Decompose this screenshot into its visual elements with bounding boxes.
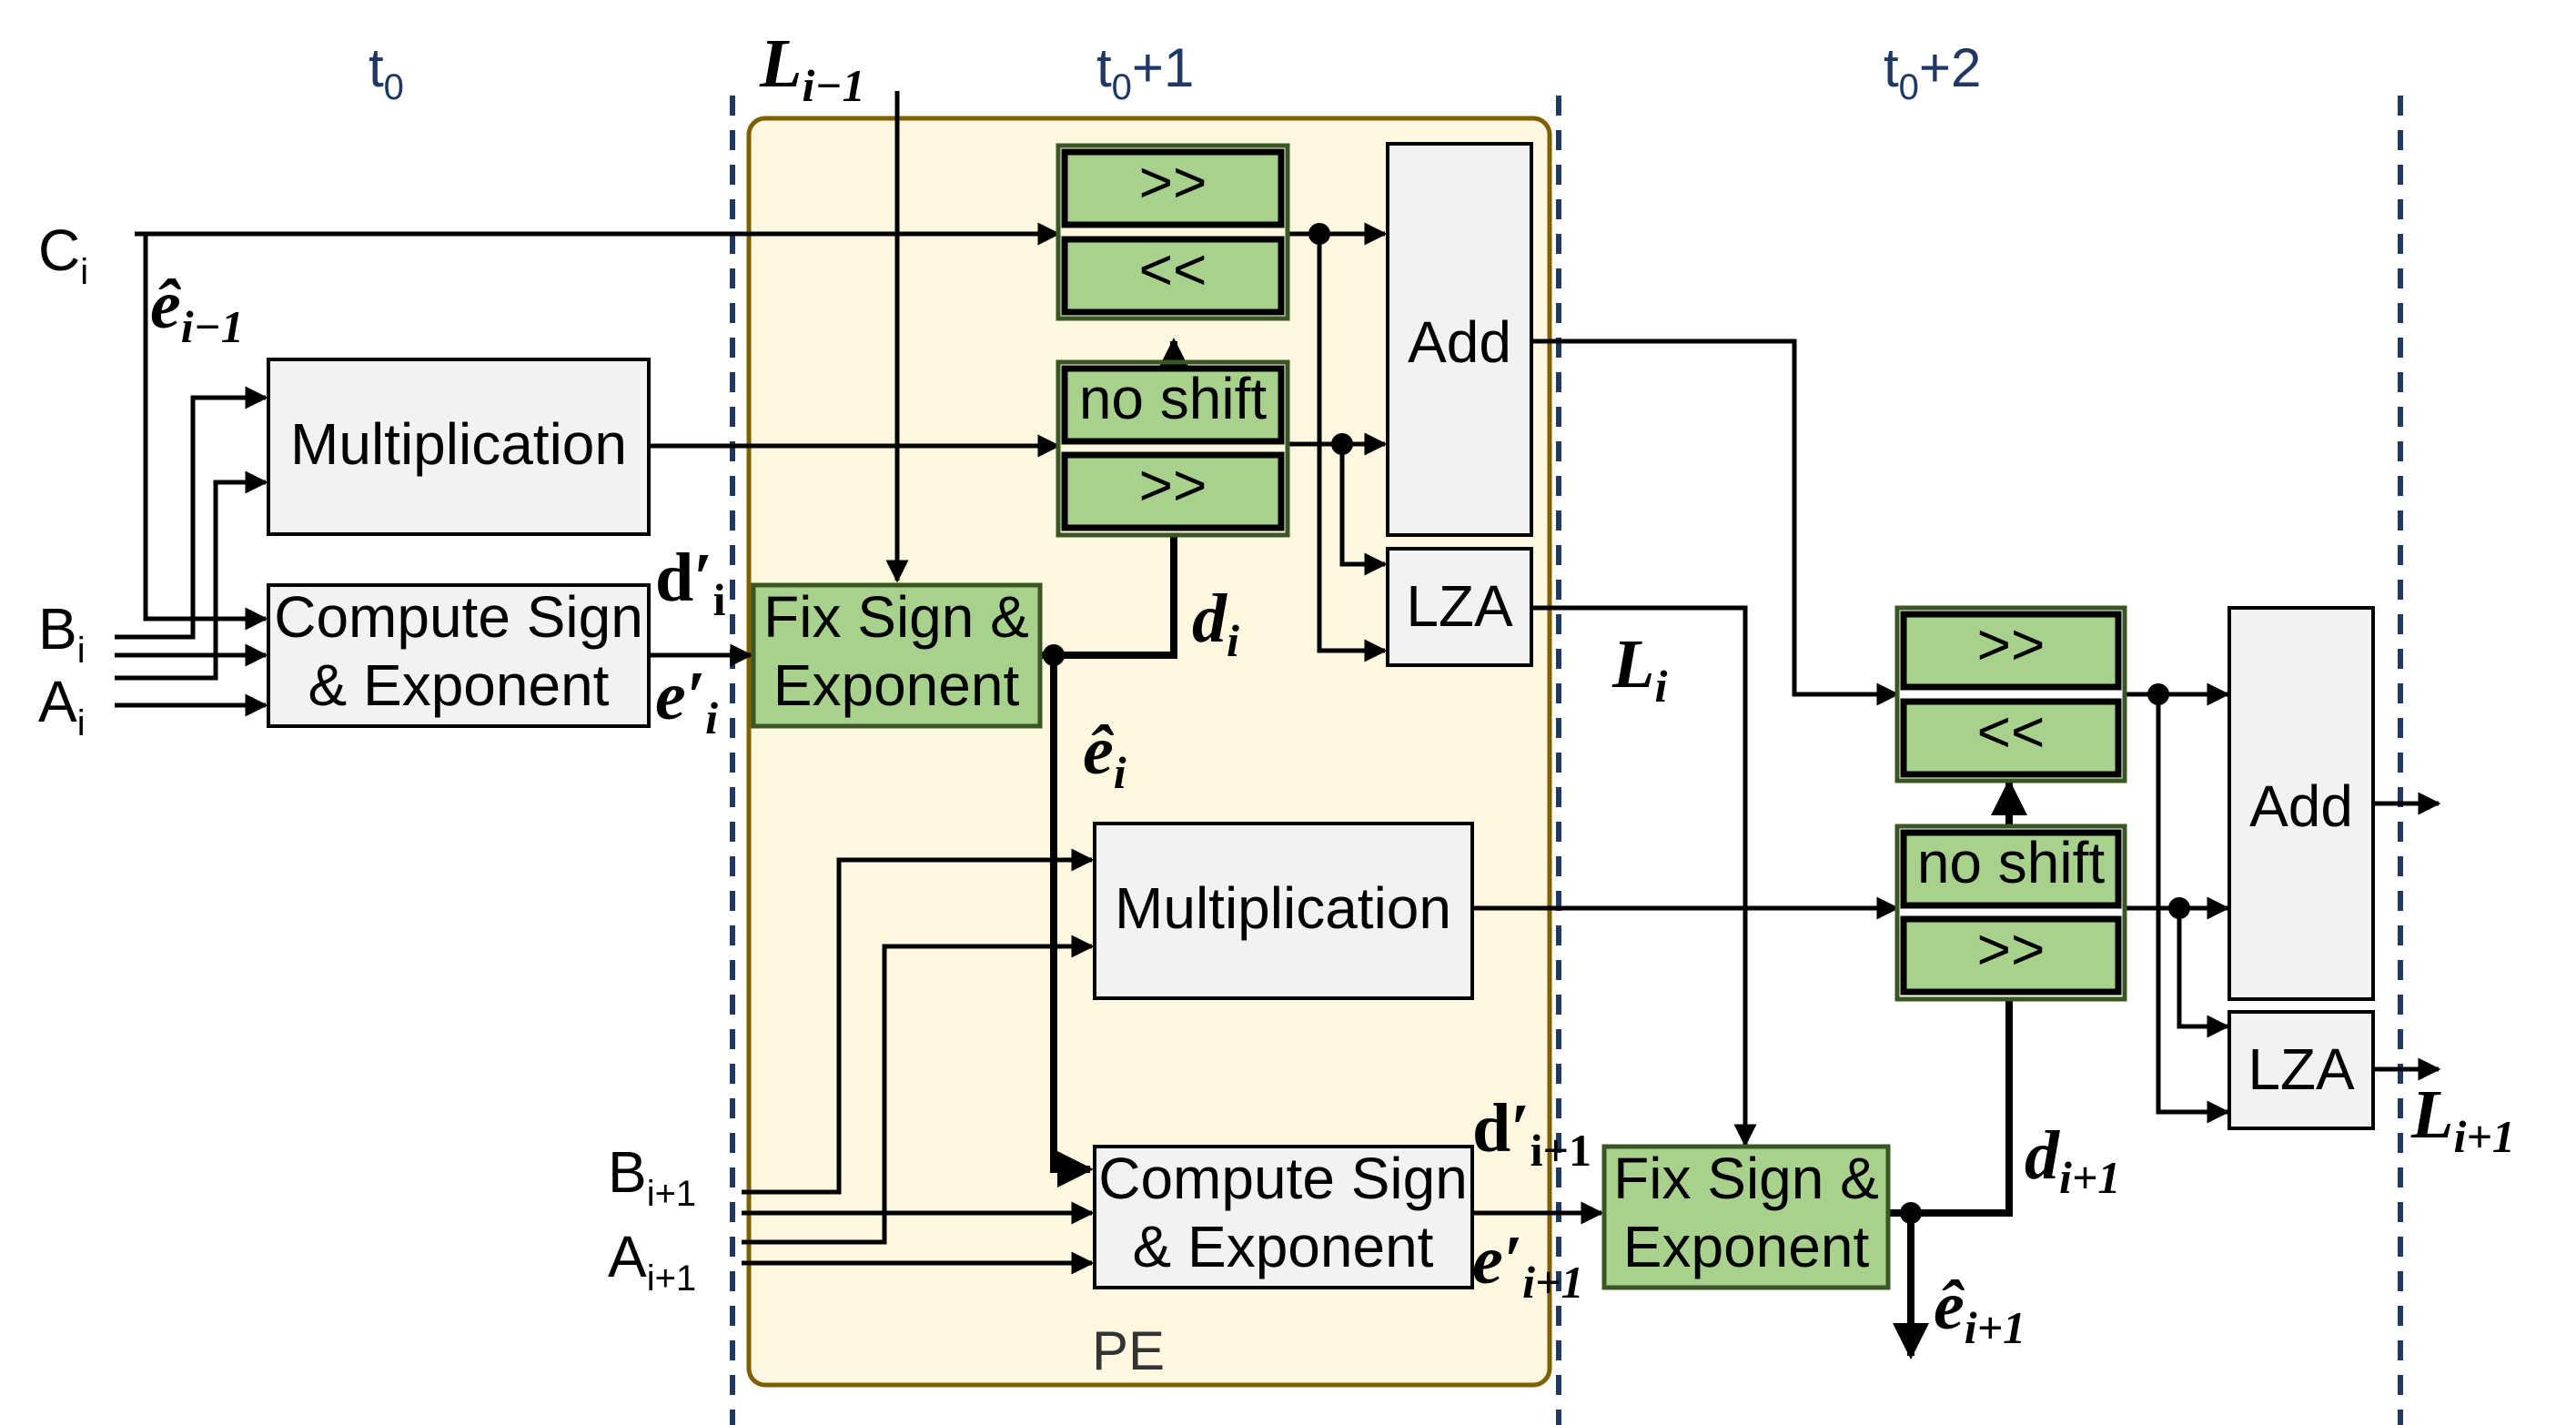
shift-right-label: >> (1139, 149, 1207, 215)
lza-label-2: LZA (2248, 1036, 2355, 1102)
signal-e-prime: e′i (655, 658, 718, 743)
signal-l: Li (1611, 626, 1667, 712)
junction-dot (1900, 1202, 1922, 1224)
signal-ehat-next: êi+1 (1934, 1268, 2025, 1353)
no-shift-label: no shift (1079, 366, 1268, 431)
junction-dot (2147, 683, 2169, 705)
wire-shift3-to-lza2 (2156, 694, 2230, 1124)
signal-ehat: êi (1083, 712, 1126, 798)
shift-right-block-3 (1900, 611, 2122, 691)
add-block-2 (2227, 606, 2375, 1001)
lza-block (1386, 547, 1533, 667)
add-label-2: Add (2249, 773, 2353, 839)
stage-label-t1: t0+1 (1096, 37, 1194, 107)
fix-sign-exponent-block-2 (1601, 1144, 1891, 1290)
junction-dot (1043, 644, 1065, 666)
lza-block-2 (2227, 1010, 2375, 1130)
shift-left-label: << (1139, 237, 1207, 302)
signal-d: di (1192, 581, 1239, 666)
no-shift-block-2 (1900, 829, 2122, 909)
signal-e-prime-next: e′i+1 (1472, 1222, 1584, 1308)
wire-d2-to-shifter2 (1888, 998, 2013, 1217)
wire-d-to-shifter (1042, 537, 1177, 659)
shifter-group-3 (1894, 605, 2127, 783)
multiplication-label-2: Multiplication (1115, 875, 1451, 941)
shift-right-label-4: >> (1977, 916, 2046, 982)
compute-sign-label-1: Compute Sign (274, 584, 643, 650)
pe-label: PE (1092, 1320, 1165, 1381)
compute-sign-label-2a: Compute Sign (1098, 1146, 1468, 1211)
pe-region (746, 116, 1552, 1388)
compute-sign-label-2b: & Exponent (1133, 1214, 1434, 1279)
wire-b2-to-mult2 (742, 848, 1095, 1195)
multiplication-block (267, 358, 651, 536)
junction-dot (1308, 223, 1330, 245)
compute-sign-exponent-block (267, 583, 651, 728)
shift-right-label-3: >> (1977, 611, 2046, 677)
shifter-group-4 (1894, 824, 2127, 1002)
junction-dot (1331, 433, 1353, 455)
fix-sign-exponent-block (751, 582, 1043, 729)
add-block (1386, 142, 1533, 537)
shifter-group-2 (1056, 359, 1290, 538)
signal-l-prev: Li−1 (759, 25, 865, 111)
shift-left-label-3: << (1977, 699, 2046, 764)
shift-left-block-3 (1900, 698, 2122, 778)
input-a-next-label: Ai+1 (608, 1224, 696, 1299)
multiplication-label: Multiplication (290, 411, 627, 477)
shifter-group-1 (1056, 143, 1290, 321)
fix-sign-label-2: Exponent (773, 652, 1020, 718)
shift-left-block (1061, 236, 1285, 316)
multiplication-block-2 (1093, 822, 1474, 1000)
wire-a2-to-mult2 (742, 935, 1095, 1245)
signal-ehat-prev: êi−1 (150, 267, 244, 352)
wire-b-to-mult (115, 386, 268, 640)
wire-c-to-cse (135, 231, 268, 631)
wire-shift2-to-lza (1339, 444, 1388, 576)
shift-right-block-4 (1900, 915, 2122, 995)
wire-lza-to-fix2 (1533, 605, 1757, 1147)
fix-sign-label-1: Fix Sign & (763, 584, 1029, 650)
input-b-next-label: Bi+1 (608, 1139, 696, 1214)
junction-dot (2168, 897, 2190, 919)
stage-label-t0: t0 (369, 37, 404, 107)
wire-a-to-mult (115, 470, 268, 681)
wire-add-to-shifter2 (1533, 339, 1900, 706)
lza-label: LZA (1406, 573, 1513, 639)
fix-sign-label-2b: Exponent (1623, 1214, 1870, 1279)
wire-shift4-to-lza2 (2177, 908, 2230, 1038)
signal-d-prime-next: d′i+1 (1472, 1090, 1591, 1176)
shift-right-label-2: >> (1139, 452, 1207, 518)
compute-sign-label-2: & Exponent (308, 652, 610, 718)
input-b-label: Bi (38, 596, 86, 671)
stage-label-t2: t0+2 (1884, 37, 1981, 107)
input-c-label: Ci (38, 217, 88, 292)
shift-right-block-2 (1061, 451, 1285, 531)
signal-d-prime: d′i (655, 540, 726, 625)
compute-sign-exponent-block-2 (1093, 1145, 1474, 1289)
signal-l-next: Li+1 (2410, 1076, 2515, 1162)
no-shift-label-2: no shift (1917, 830, 2106, 895)
shift-right-block (1061, 148, 1285, 228)
fix-sign-label-2a: Fix Sign & (1613, 1146, 1879, 1211)
add-label: Add (1408, 309, 1511, 375)
signal-d-next: di+1 (2025, 1117, 2120, 1203)
wire-ehat-to-cse2 (1050, 655, 1094, 1188)
input-a-label: Ai (38, 669, 86, 743)
no-shift-block (1061, 365, 1285, 445)
wire-shift1-to-lza (1317, 234, 1388, 662)
